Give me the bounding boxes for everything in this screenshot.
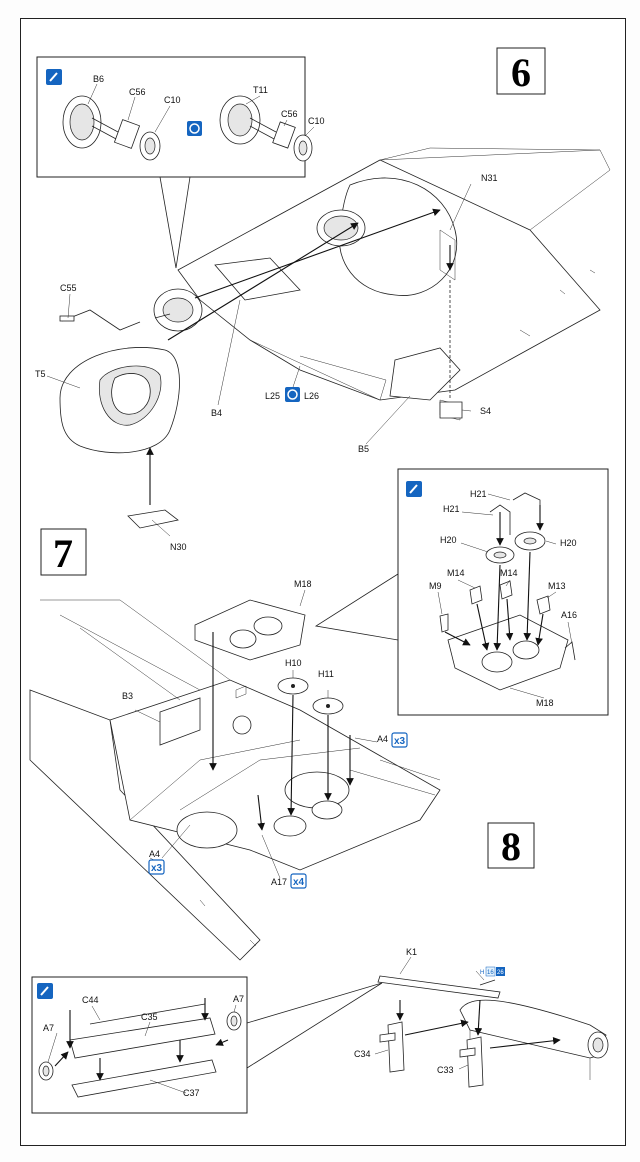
label-b5: B5 — [358, 444, 369, 454]
label-t11: T11 — [253, 85, 268, 95]
label-c37: C37 — [183, 1088, 200, 1098]
tube-assembly — [459, 999, 609, 1080]
label-b3: B3 — [122, 691, 133, 701]
label-a4-b: A4 — [149, 849, 160, 859]
lower-hull-b3 — [29, 599, 441, 961]
color-ref-26: 26 — [497, 970, 504, 976]
label-l26: L26 — [304, 391, 319, 401]
quantity-badge-a17 — [290, 873, 307, 889]
label-c34: C34 — [354, 1049, 371, 1059]
choose-alternative-icon — [187, 121, 202, 136]
glue-brush-icon — [46, 69, 62, 85]
glue-brush-icon — [406, 481, 422, 497]
color-ref-16: 16 — [487, 970, 494, 976]
hull-hatch-plate-m18 — [194, 599, 306, 661]
label-c44: C44 — [82, 995, 99, 1005]
label-l25: L25 — [265, 391, 280, 401]
step-8-callout-pointer — [246, 982, 383, 1069]
bracket-c33 — [459, 1036, 484, 1088]
arrow-periscope-to-hull — [167, 222, 359, 341]
step-6: 6 — [35, 47, 611, 552]
cupola-part-t5 — [59, 347, 180, 454]
step-7-number-box — [40, 528, 87, 576]
label-a7-right: A7 — [233, 994, 244, 1004]
label-h10: H10 — [285, 658, 302, 668]
label-c55: C55 — [60, 283, 77, 293]
quantity-badge-a4-b — [148, 859, 165, 875]
multiplier-a4-a: x3 — [394, 736, 406, 747]
label-a17: A17 — [271, 877, 287, 887]
label-h21-a: H21 — [470, 489, 487, 499]
antenna-part-c55 — [59, 309, 141, 331]
detail-wheel-b — [219, 95, 313, 162]
label-b4: B4 — [211, 408, 222, 418]
label-c33: C33 — [437, 1065, 454, 1075]
label-b6: B6 — [93, 74, 104, 84]
label-h21-b: H21 — [443, 504, 460, 514]
label-m14-a: M14 — [447, 568, 465, 578]
hull-hatch-rings — [273, 800, 343, 837]
step-7-number: 7 — [53, 531, 73, 576]
color-reference-badge: H 16 26 — [480, 966, 505, 977]
periscope-part — [153, 288, 203, 332]
label-s4: S4 — [480, 406, 491, 416]
label-a4-a: A4 — [377, 734, 388, 744]
label-c35: C35 — [141, 1012, 158, 1022]
bracket-c34 — [379, 1021, 405, 1073]
label-a7-left: A7 — [43, 1023, 54, 1033]
detail-hatch-plate — [439, 492, 576, 691]
label-k1: K1 — [406, 947, 417, 957]
hatch-h11 — [312, 697, 344, 715]
label-c10-b: C10 — [308, 116, 325, 126]
step-7: 7 — [29, 468, 609, 961]
step-6-number-box — [496, 47, 546, 95]
multiplier-a4-b: x3 — [151, 863, 163, 874]
hatch-h10 — [277, 677, 309, 695]
label-t5: T5 — [35, 369, 46, 379]
label-h20-a: H20 — [440, 535, 457, 545]
choose-alternative-icon — [285, 387, 300, 402]
label-m13: M13 — [548, 581, 566, 591]
step-6-callout-pointer — [159, 176, 191, 269]
detail-tube-parts — [38, 1003, 242, 1098]
label-h11: H11 — [318, 669, 334, 679]
label-n31: N31 — [481, 173, 498, 183]
label-a16: A16 — [561, 610, 577, 620]
hatch-part-n30 — [127, 509, 179, 529]
step-8-number: 8 — [501, 824, 521, 869]
label-m18-detail: M18 — [536, 698, 554, 708]
label-m9: M9 — [429, 581, 442, 591]
step-8: 8 C44 A7 — [31, 822, 609, 1114]
quantity-badge-a4-a — [391, 732, 408, 748]
label-h20-b: H20 — [560, 538, 577, 548]
label-n30: N30 — [170, 542, 187, 552]
label-m14-b: M14 — [500, 568, 518, 578]
glue-brush-icon — [37, 983, 53, 999]
color-ref-prefix: H — [480, 970, 484, 976]
label-c56-b: C56 — [281, 109, 298, 119]
label-c56-a: C56 — [129, 87, 146, 97]
label-c10-a: C10 — [164, 95, 181, 105]
detail-wheel-a — [62, 95, 161, 161]
step-8-number-box — [487, 822, 535, 869]
label-m18: M18 — [294, 579, 312, 589]
arrow-b4-to-hull — [194, 208, 441, 299]
step-7-callout-pointer — [314, 573, 399, 641]
bracket-part-s4 — [439, 401, 463, 419]
step-6-number: 6 — [511, 50, 531, 95]
rod-k1 — [377, 975, 501, 999]
multiplier-a17: x4 — [293, 877, 305, 888]
hull-upper-plate — [177, 147, 611, 421]
